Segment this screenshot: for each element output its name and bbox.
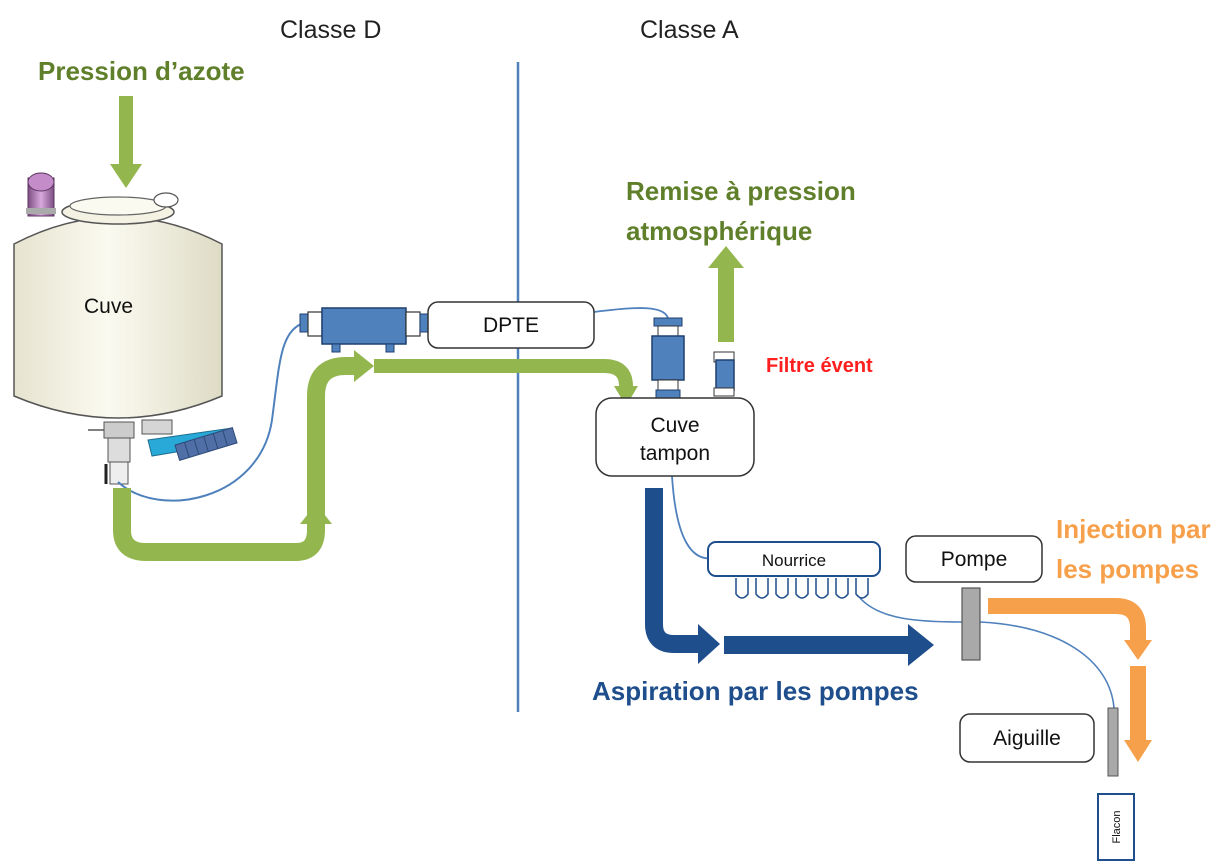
tank-label: Cuve	[84, 295, 133, 318]
needle-body	[1107, 707, 1119, 777]
injection-arrowhead-1	[1124, 640, 1152, 660]
pump-label: Pompe	[941, 548, 1008, 571]
green-arrowhead-right	[354, 350, 374, 382]
aspiration-label: Aspiration par les pompes	[592, 676, 919, 706]
zone-label-classe-d: Classe D	[280, 16, 381, 44]
nitrogen-pressure-label: Pression d’azote	[38, 56, 245, 86]
buffer-to-manifold-tubing	[671, 475, 715, 560]
vent-filter-label: Filtre évent	[766, 355, 873, 377]
transfer-filter	[299, 307, 429, 353]
vent-label-line1: Remise à pression	[626, 176, 856, 206]
dpte-to-buffer-tubing	[593, 307, 669, 319]
injection-arrow-2-shaft	[1130, 666, 1146, 742]
pump-to-needle-tubing	[979, 621, 1115, 709]
manifold-label: Nourrice	[762, 551, 826, 570]
aspiration-arrowhead-2	[908, 624, 934, 666]
buffer-tank-box	[595, 397, 755, 477]
needle-label: Aiguille	[993, 727, 1061, 750]
needle-box	[959, 713, 1095, 763]
green-arrowhead-up	[300, 504, 332, 524]
injection-arrowhead-2	[1124, 740, 1152, 762]
vent-filter	[713, 351, 735, 397]
aspiration-path	[645, 488, 700, 653]
green-arrowhead-down	[614, 386, 638, 406]
buffer-tank-label-line2: tampon	[640, 442, 710, 465]
injection-label-line1: Injection par	[1056, 514, 1211, 544]
green-transfer-path	[113, 357, 360, 561]
nitrogen-arrow	[110, 96, 142, 188]
aspiration-arrowhead-1	[698, 624, 720, 664]
injection-label-line2: les pompes	[1056, 554, 1199, 584]
vent-label-line2: atmosphérique	[626, 216, 812, 246]
green-transfer-path-2	[374, 359, 633, 390]
manifold	[707, 541, 881, 599]
main-tank: Cuve	[13, 172, 223, 485]
buffer-filter	[651, 317, 685, 399]
vent-arrow	[708, 246, 744, 342]
sampling-valve	[147, 426, 238, 462]
vial-label: Flacon	[1111, 810, 1123, 843]
vial-box	[1097, 793, 1135, 861]
manifold-to-pump-tubing	[859, 597, 963, 623]
zone-label-classe-a: Classe A	[640, 16, 739, 44]
dpte-label: DPTE	[483, 314, 539, 337]
aspiration-arrow-2-shaft	[724, 636, 910, 654]
injection-path	[988, 598, 1146, 640]
buffer-tank-label-line1: Cuve	[650, 414, 699, 437]
tank-to-filter-tubing	[117, 321, 307, 502]
pump-box	[905, 535, 1043, 583]
pump-head	[961, 587, 981, 661]
dpte-box	[427, 301, 595, 349]
